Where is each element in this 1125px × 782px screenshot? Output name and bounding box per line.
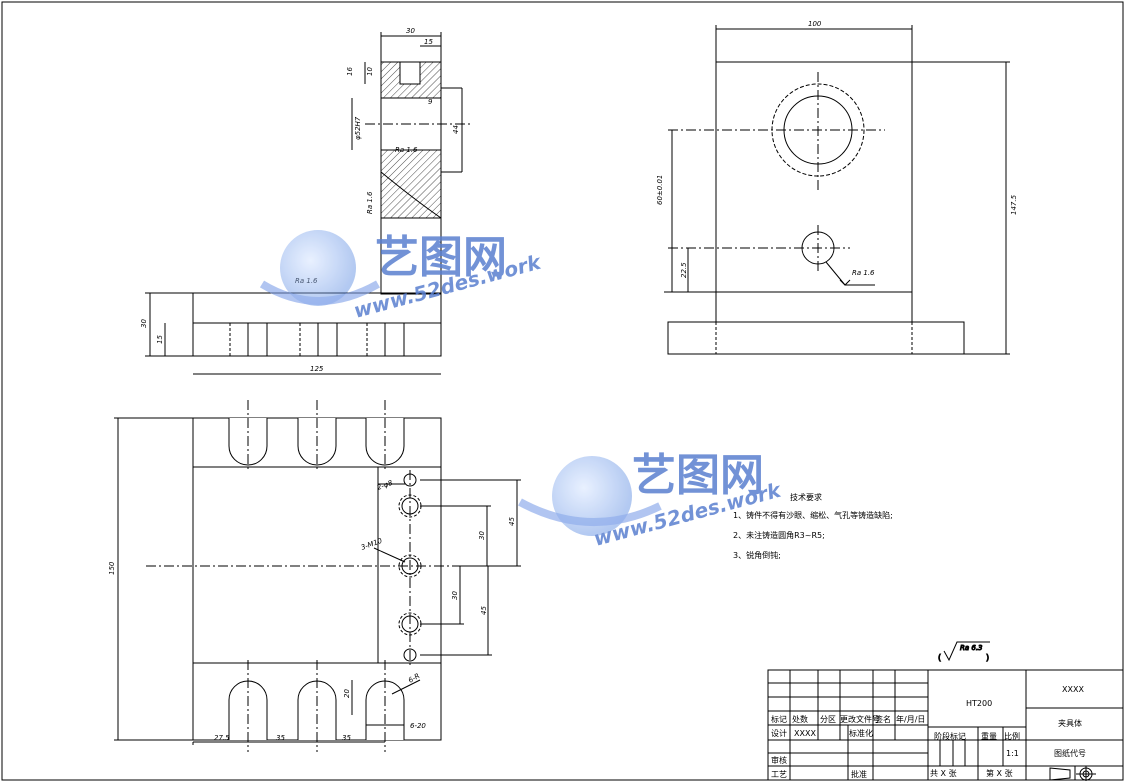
watermark-1: 艺图网 www.52des.work (259, 230, 545, 323)
dim-bore-center: 60±0.01 (656, 175, 664, 205)
dim-base-height: 30 (140, 319, 148, 328)
technical-notes: 技术要求 1、铸件不得有沙眼、缩松、气孔等铸造缺陷; 2、未注铸造圆角R3~R5… (733, 492, 893, 560)
sheet-number: 第 X 张 (986, 768, 1013, 778)
side-view (145, 32, 470, 375)
sign-label: 签名 (875, 714, 891, 724)
roughness-general: Ra 6.3 (960, 644, 983, 652)
svg-text:): ) (986, 653, 989, 662)
code-label: XXXX (1062, 685, 1084, 694)
material-label: HT200 (966, 699, 992, 708)
date-label: 年/月/日 (896, 714, 925, 724)
designer-name: XXXX (794, 729, 816, 738)
dim-spacing-30b: 30 (451, 591, 459, 600)
dim-slot-depth: 16 (346, 67, 354, 76)
projection-symbol-icon (1049, 766, 1096, 781)
dim-slot-w: 6-20 (410, 722, 426, 730)
side-view-dims: 30 15 16 10 9 φ52H7 44 30 15 125 Ra 1.6 … (140, 27, 460, 373)
dim-holes-small: 2-φ8 (376, 479, 394, 492)
dim-bore-height: 44 (452, 125, 460, 134)
notes-item-1: 1、铸件不得有沙眼、缩松、气孔等铸造缺陷; (733, 510, 893, 520)
dim-pitch-2: 35 (342, 734, 351, 742)
roughness-2: Ra 1.6 (366, 191, 374, 214)
general-roughness-symbol: ( Ra 6.3 ) (938, 641, 990, 663)
review-label: 审核 (771, 755, 787, 765)
dim-small-hole-height: 22.5 (680, 262, 688, 278)
change-doc-label: 更改文件号 (840, 714, 880, 724)
weight-label: 重量 (981, 731, 997, 741)
dim-slot-upper: 10 (366, 67, 374, 76)
title-block (767, 669, 1124, 781)
dim-slot-h: 20 (343, 689, 351, 698)
plan-view (114, 400, 521, 752)
dim-plan-height: 150 (108, 561, 116, 575)
stage-mark-label: 阶段标记 (934, 731, 966, 741)
dim-bore-dia: φ52H7 (354, 116, 362, 140)
part-name: 夹具体 (1058, 718, 1082, 728)
dim-pitch-1: 35 (276, 734, 285, 742)
scale-value: 1:1 (1006, 749, 1019, 758)
dim-spacing-45a: 45 (508, 517, 516, 526)
count-label: 处数 (792, 714, 808, 724)
process-label: 工艺 (771, 770, 787, 779)
dim-spacing-30a: 30 (478, 531, 486, 540)
notes-item-3: 3、锐角倒钝; (733, 550, 781, 560)
dim-slot-radius: 6-R (407, 672, 421, 685)
zone-label: 分区 (820, 715, 836, 724)
dim-front-width: 100 (808, 20, 822, 28)
sheets-total: 共 X 张 (930, 769, 957, 778)
dim-pitch-first: 27.5 (214, 734, 230, 742)
roughness-1: Ra 1.6 (395, 146, 418, 154)
dim-total-height: 147.5 (1010, 194, 1018, 215)
scale-label: 比例 (1004, 731, 1020, 741)
design-label: 设计 (771, 728, 787, 738)
svg-text:(: ( (938, 653, 941, 662)
title-block-text: HT200 XXXX 夹具体 图纸代号 标记 处数 分区 更改文件号 签名 年/… (771, 685, 1086, 779)
hatch-area-bottom (380, 149, 442, 219)
mark-label: 标记 (771, 714, 787, 724)
dim-side-width: 30 (406, 27, 415, 35)
standardize-label: 标准化 (849, 728, 873, 738)
dim-base-step: 15 (156, 335, 164, 344)
dim-slot-width: 15 (424, 38, 433, 46)
dim-base-length: 125 (310, 365, 324, 373)
drawing-no-label: 图纸代号 (1054, 748, 1086, 758)
dim-spacing-45b: 45 (480, 606, 488, 615)
dim-chamfer: 9 (428, 98, 433, 106)
notes-title: 技术要求 (790, 492, 822, 502)
front-view (664, 25, 1010, 355)
dim-holes-large: 3-M10 (360, 537, 384, 552)
notes-item-2: 2、未注铸造圆角R3~R5; (733, 530, 825, 540)
watermark-brand-1: 艺图网 (375, 232, 507, 283)
approve-label: 批准 (851, 769, 867, 779)
roughness-4: Ra 1.6 (852, 269, 875, 277)
watermark-brand-2: 艺图网 (632, 450, 764, 501)
front-view-dims: 100 60±0.01 22.5 147.5 Ra 1.6 (656, 20, 1018, 278)
